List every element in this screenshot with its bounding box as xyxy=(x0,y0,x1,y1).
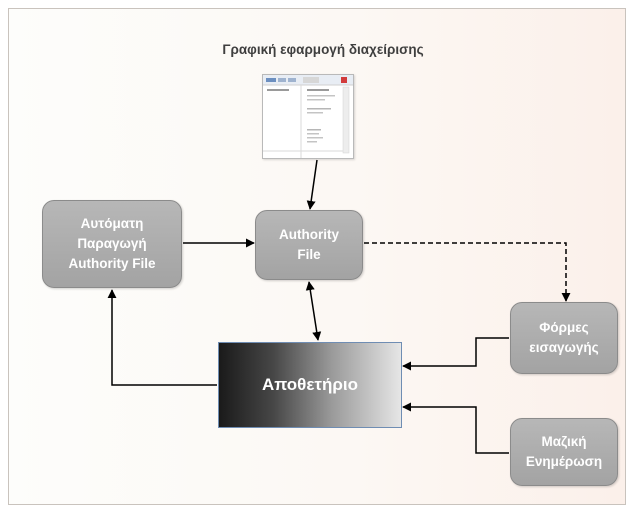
node-authority-file-label: Authority File xyxy=(279,227,339,262)
node-auto-generation: Αυτόματη Παραγωγή Authority File xyxy=(42,200,182,288)
application-screenshot-thumbnail xyxy=(262,74,354,159)
node-auto-generation-label: Αυτόματη Παραγωγή Authority File xyxy=(68,216,156,271)
node-authority-file: Authority File xyxy=(255,210,363,280)
node-repository-label: Αποθετήριο xyxy=(261,375,359,394)
node-entry-forms-label: Φόρμες εισαγωγής xyxy=(529,320,599,355)
app-window-icon xyxy=(263,75,353,158)
node-bulk-update-label: Μαζική Ενημέρωση xyxy=(525,434,603,469)
node-bulk-update: Μαζική Ενημέρωση xyxy=(510,418,618,486)
node-repository: Αποθετήριο xyxy=(218,342,402,428)
diagram-title: Γραφική εφαρμογή διαχείρισης xyxy=(222,42,424,57)
node-entry-forms: Φόρμες εισαγωγής xyxy=(510,302,618,374)
